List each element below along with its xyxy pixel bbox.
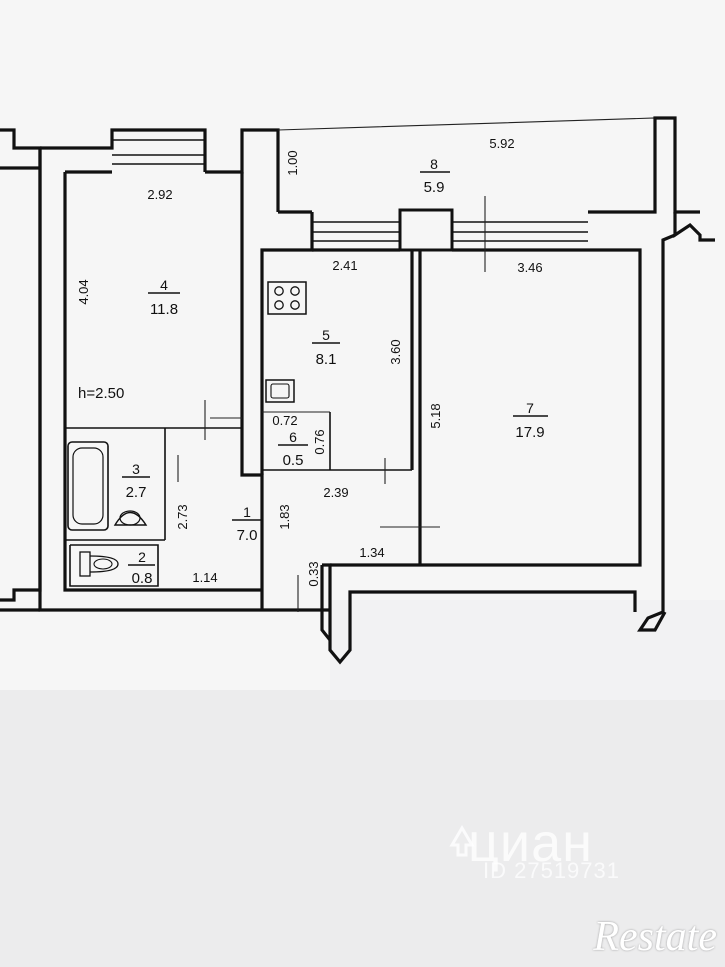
room2-area: 0.8 <box>132 570 153 587</box>
dim-3-46: 3.46 <box>517 260 542 275</box>
wall-wc-box <box>69 544 159 587</box>
paper-right-strip <box>330 600 725 700</box>
wall-entrance <box>322 563 637 665</box>
column-between-windows <box>398 208 454 252</box>
dim-4-04: 4.04 <box>76 279 91 304</box>
room5-number: 5 <box>322 327 330 343</box>
toilet-icon <box>79 551 119 577</box>
bathtub-icon <box>67 441 109 531</box>
room3-number: 3 <box>132 461 140 477</box>
dim-0-72: 0.72 <box>272 413 297 428</box>
wall-room4-top <box>40 128 207 172</box>
dim-0-76: 0.76 <box>312 429 327 454</box>
room1-number: 1 <box>243 504 251 520</box>
dim-0-33: 0.33 <box>306 561 321 586</box>
kitchen-sink-icon <box>265 379 295 403</box>
room2-number: 2 <box>138 549 146 565</box>
brand-logo: Restate <box>593 914 717 960</box>
dim-2-41: 2.41 <box>332 258 357 273</box>
dim-5-92: 5.92 <box>489 136 514 151</box>
dim-2-92: 2.92 <box>147 187 172 202</box>
wall-room4-left <box>63 172 262 592</box>
dim-1-83: 1.83 <box>277 504 292 529</box>
room1-area: 7.0 <box>237 527 258 544</box>
room6-area: 0.5 <box>283 452 304 469</box>
stove-icon <box>267 281 307 315</box>
room7-number: 7 <box>526 400 534 416</box>
washbasin-icon <box>113 510 148 526</box>
room7-area: 17.9 <box>515 424 544 441</box>
dim-1-00: 1.00 <box>285 150 300 175</box>
dim-3-60: 3.60 <box>388 339 403 364</box>
room5-area: 8.1 <box>316 351 337 368</box>
wall-room4-top-inner2 <box>205 128 280 212</box>
room6-number: 6 <box>289 429 297 445</box>
paper-lower-shadow <box>0 690 725 967</box>
watermark-logo-text: циан <box>468 813 593 873</box>
paper-sheet <box>0 0 725 690</box>
watermark-listing-id: ID 27519731 <box>483 858 620 883</box>
dim-2-39: 2.39 <box>323 485 348 500</box>
room8-number: 8 <box>430 156 438 172</box>
cian-logo-icon <box>449 825 475 857</box>
ceiling-height-label: h=2.50 <box>78 385 124 402</box>
room3-area: 2.7 <box>126 484 147 501</box>
room4-area: 11.8 <box>150 301 178 318</box>
wall-outer-left <box>38 148 330 612</box>
wall-room7-top-right-b <box>330 248 642 567</box>
dim-5-18: 5.18 <box>428 403 443 428</box>
room4-number: 4 <box>160 277 168 293</box>
dim-2-73: 2.73 <box>175 504 190 529</box>
wall-right-outer-b <box>637 233 676 632</box>
wall-room7-top-right <box>588 116 700 214</box>
dim-1-14: 1.14 <box>192 570 217 585</box>
wall-room4-right <box>240 172 264 590</box>
wall-top-kitchen <box>260 212 314 475</box>
wall-entrance-left <box>320 565 332 641</box>
wall-right-outer <box>673 212 715 242</box>
room8-area: 5.9 <box>424 179 445 196</box>
dim-1-34: 1.34 <box>359 545 384 560</box>
